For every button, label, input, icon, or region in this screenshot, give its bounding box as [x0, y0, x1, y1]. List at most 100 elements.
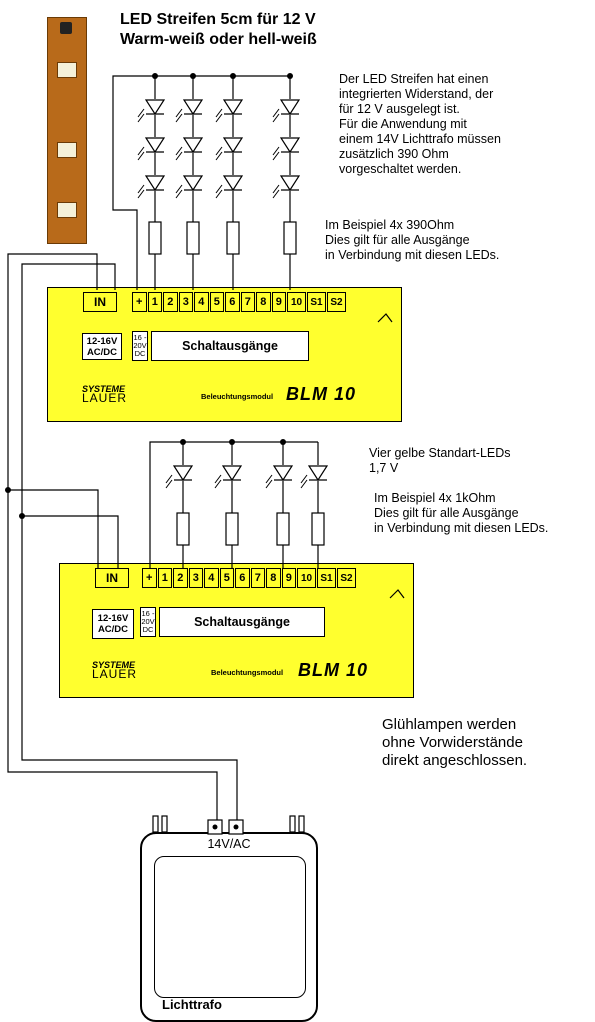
pin-s2: S2: [337, 568, 356, 588]
led-symbol: [144, 137, 166, 154]
note-line: einem 14V Lichttrafo müssen: [339, 132, 501, 146]
product-name: BLM 10: [286, 384, 357, 404]
yellow-leds-note: Vier gelbe Standart-LEDs 1,7 V: [369, 446, 511, 476]
led-emission-arrow: [165, 474, 173, 484]
trafo-tab: [298, 815, 305, 833]
supply-wire: [22, 515, 119, 568]
led-emission-arrow: [215, 151, 223, 161]
pin-7: 7: [240, 292, 255, 312]
led-emission-arrow: [272, 113, 280, 123]
pin-3: 3: [178, 292, 193, 312]
product-label: Beleuchtungsmodul: [201, 392, 274, 401]
led-symbol: [144, 175, 166, 192]
led-emission-arrow: [175, 189, 183, 199]
led-symbol: [222, 137, 244, 154]
resistor-symbol: [311, 512, 325, 546]
led-symbol: [222, 175, 244, 192]
led-emission-arrow: [137, 113, 145, 123]
supply-voltage: 12-16V: [97, 613, 129, 624]
pin-7: 7: [250, 568, 265, 588]
note-line: Im Beispiel 4x 390Ohm: [325, 218, 455, 232]
outputs-label: Schaltausgänge: [194, 615, 290, 629]
note-line: Glühlampen werden: [382, 716, 517, 733]
note-line: direkt angeschlossen.: [382, 752, 528, 769]
led-emission-arrow: [165, 479, 173, 489]
title-line-1: LED Streifen 5cm für 12 V: [120, 11, 316, 28]
pin-s2: S2: [327, 292, 346, 312]
switch-symbol: [389, 589, 405, 599]
pin-6: 6: [235, 568, 250, 588]
trafo-tab: [161, 815, 168, 833]
led-emission-arrow: [272, 146, 280, 156]
dc-line: 20V: [141, 617, 155, 626]
led-emission-arrow: [272, 108, 280, 118]
product-name: BLM 10: [298, 660, 369, 680]
led-symbol: [279, 99, 301, 116]
resistor-symbol: [283, 221, 297, 255]
led-emission-arrow: [272, 184, 280, 194]
supply-wire: [21, 516, 238, 820]
brand-lauer: LAUER: [82, 391, 128, 405]
pin-1: 1: [157, 568, 172, 588]
brand-lauer: LAUER: [92, 667, 138, 681]
led-emission-arrow: [137, 184, 145, 194]
pin-2: 2: [163, 292, 178, 312]
title-line-2: Warm-weiß oder hell-weiß: [120, 31, 317, 48]
resistor-symbol: [226, 221, 240, 255]
resistor-symbol: [148, 221, 162, 255]
pin-2: 2: [173, 568, 188, 588]
supply-wire: [7, 253, 98, 490]
note-line: für 12 V ausgelegt ist.: [339, 102, 460, 116]
led-emission-arrow: [175, 151, 183, 161]
output-terminals: + 1 2 3 4 5 6 7 8 9 10 S1 S2: [132, 292, 347, 312]
led-symbol: [272, 465, 294, 482]
pin-6: 6: [225, 292, 240, 312]
note-line: in Verbindung mit diesen LEDs.: [374, 521, 549, 535]
light-transformer: 14V/AC Lichttrafo: [140, 832, 318, 1022]
transformer-voltage: 14V/AC: [207, 837, 251, 851]
dc-line: DC: [134, 349, 146, 358]
led-emission-arrow: [265, 479, 273, 489]
led-symbol: [279, 137, 301, 154]
pin-10: 10: [297, 568, 316, 588]
outputs-box: Schaltausgänge: [159, 607, 325, 637]
example-1k-note: Im Beispiel 4x 1kOhm Dies gilt für alle …: [374, 491, 548, 536]
led-symbol: [182, 137, 204, 154]
led-bus: [149, 441, 318, 568]
led-emission-arrow: [214, 479, 222, 489]
resistor-symbol: [176, 512, 190, 546]
supply-wire: [8, 489, 99, 568]
resistor-symbol: [225, 512, 239, 546]
led-symbol: [307, 465, 329, 482]
pin-9: 9: [271, 292, 286, 312]
led-emission-arrow: [272, 151, 280, 161]
led-symbol: [279, 175, 301, 192]
pin-s1: S1: [307, 292, 326, 312]
led-symbol: [182, 99, 204, 116]
led-emission-arrow: [214, 474, 222, 484]
led-strip-image: [47, 17, 87, 244]
led-chip: [57, 202, 77, 218]
dc-line: 16 -: [141, 609, 155, 618]
supply-voltage: 12-16V: [86, 335, 118, 347]
led-chip: [57, 62, 77, 78]
pin-9: 9: [281, 568, 296, 588]
input-terminal: IN: [95, 568, 129, 588]
note-line: Der LED Streifen hat einen: [339, 72, 489, 86]
led-symbol: [172, 465, 194, 482]
led-resistor-symbols: [137, 99, 405, 599]
note-line: ohne Vorwiderstände: [382, 734, 523, 751]
led-emission-arrow: [300, 479, 308, 489]
input-terminal: IN: [83, 292, 117, 312]
led-emission-arrow: [137, 151, 145, 161]
note-line: Dies gilt für alle Ausgänge: [374, 506, 519, 520]
note-line: zusätzlich 390 Ohm: [339, 147, 449, 161]
pin-10: 10: [287, 292, 306, 312]
dc-line: 16 -: [133, 333, 147, 342]
pin-s1: S1: [317, 568, 336, 588]
